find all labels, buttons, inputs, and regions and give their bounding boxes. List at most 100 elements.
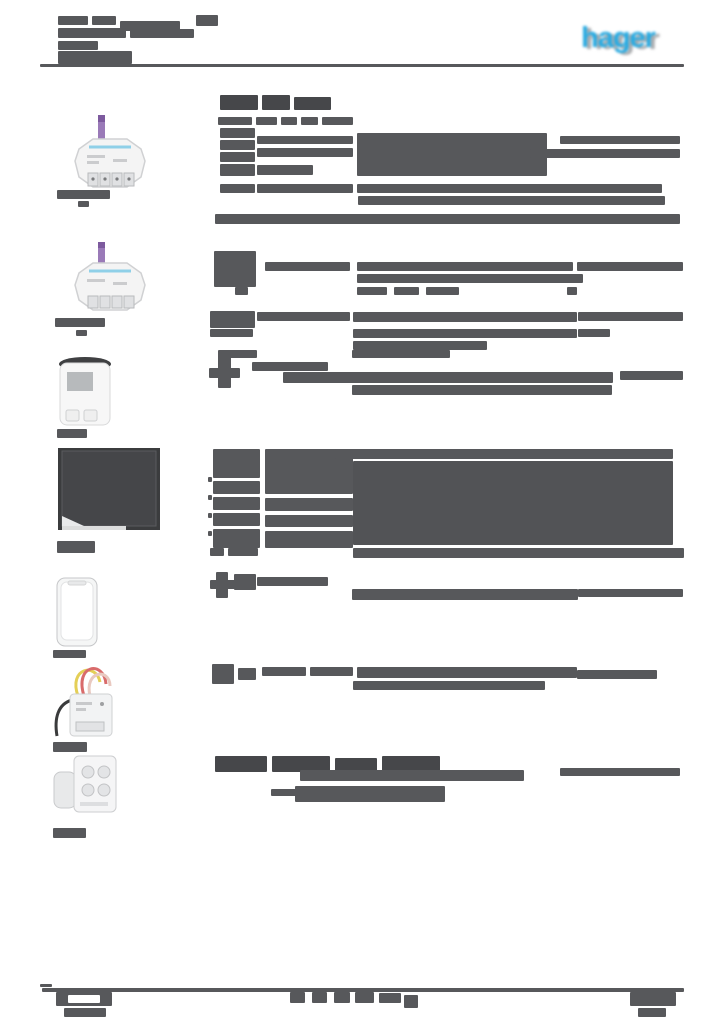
redacted-text-bar xyxy=(630,992,676,1006)
redacted-text-bar xyxy=(353,548,684,558)
redacted-text-bar xyxy=(357,667,577,678)
redacted-text-bar xyxy=(210,580,236,589)
redacted-text-bar xyxy=(220,140,255,150)
redacted-text-bar xyxy=(560,136,680,144)
thermostat-image xyxy=(59,357,111,426)
product-photo-flush-rf-module-2 xyxy=(57,240,163,316)
redacted-text-bar xyxy=(208,477,212,482)
redacted-text-bar xyxy=(212,664,234,684)
redacted-text-bar xyxy=(382,756,440,772)
micro-module-wires-image xyxy=(54,667,113,737)
redacted-text-bar xyxy=(120,21,180,31)
redacted-text-bar xyxy=(218,356,231,388)
redacted-text-bar xyxy=(78,201,89,207)
hager-logo: hager xyxy=(581,22,656,54)
redacted-text-bar xyxy=(353,312,577,322)
redacted-text-bar xyxy=(322,117,353,125)
redacted-text-bar xyxy=(353,341,487,350)
product-photo-glass-switch xyxy=(54,446,166,536)
redacted-text-bar xyxy=(394,287,419,295)
redacted-text-bar xyxy=(208,513,212,518)
redacted-text-bar xyxy=(220,152,255,162)
redacted-text-bar xyxy=(196,15,218,26)
product-photo-flush-rf-module-1 xyxy=(57,113,163,193)
flush-module-antenna-image xyxy=(74,242,146,311)
redacted-text-bar xyxy=(213,529,260,548)
redacted-text-bar xyxy=(357,262,573,271)
redacted-text-bar xyxy=(257,577,328,586)
redacted-text-bar xyxy=(213,449,260,478)
redacted-text-bar xyxy=(357,287,387,295)
redacted-text-bar xyxy=(265,531,353,548)
redacted-text-bar xyxy=(257,165,313,175)
redacted-text-bar xyxy=(218,117,252,125)
redacted-text-bar xyxy=(352,350,450,358)
redacted-text-bar xyxy=(238,668,256,680)
redacted-text-bar xyxy=(358,196,665,205)
redacted-text-bar xyxy=(290,992,305,1003)
redacted-text-bar xyxy=(130,29,194,38)
redacted-text-bar xyxy=(252,362,328,371)
redacted-text-bar xyxy=(578,589,683,597)
redacted-text-bar xyxy=(352,589,578,600)
redacted-text-bar xyxy=(208,531,212,536)
redacted-text-bar xyxy=(577,262,683,271)
redacted-text-bar xyxy=(216,572,228,598)
product-photo-handheld-remote xyxy=(52,576,104,648)
redacted-text-bar xyxy=(257,184,353,193)
product-photo-micro-module xyxy=(48,660,118,740)
remote-image xyxy=(56,577,98,647)
plug-receiver-image xyxy=(53,755,117,813)
redacted-text-bar xyxy=(214,251,256,287)
redacted-text-bar xyxy=(64,1008,106,1017)
redacted-text-bar xyxy=(300,770,524,781)
redacted-text-bar xyxy=(220,128,255,138)
redacted-text-bar xyxy=(578,329,610,337)
redacted-text-bar xyxy=(577,670,657,679)
redacted-text-bar xyxy=(220,164,255,176)
redacted-text-bar xyxy=(334,992,350,1003)
redacted-text-bar xyxy=(218,350,257,358)
redacted-text-bar xyxy=(638,1008,666,1017)
redacted-text-bar xyxy=(335,449,673,459)
redacted-text-bar xyxy=(310,667,353,676)
redacted-text-bar xyxy=(215,756,267,772)
redacted-text-bar xyxy=(56,992,112,1006)
product-photo-radiator-thermostat xyxy=(52,356,118,428)
redacted-text-bar xyxy=(42,988,684,992)
redacted-text-bar xyxy=(215,214,680,224)
flush-module-antenna-image xyxy=(74,115,146,188)
redacted-text-bar xyxy=(228,548,258,556)
redacted-text-bar xyxy=(210,311,255,328)
redacted-text-bar xyxy=(57,429,87,438)
redacted-text-bar xyxy=(220,95,258,110)
redacted-text-bar xyxy=(58,51,132,64)
redacted-text-bar xyxy=(57,541,95,553)
redacted-text-bar xyxy=(209,368,240,378)
redacted-text-bar xyxy=(404,995,418,1008)
redacted-text-bar xyxy=(271,789,321,796)
redacted-text-bar xyxy=(265,515,353,527)
redacted-text-bar xyxy=(330,789,385,796)
redacted-text-bar xyxy=(257,136,353,144)
redacted-text-bar xyxy=(530,149,680,158)
redacted-text-bar xyxy=(53,742,87,752)
redacted-text-bar xyxy=(578,312,683,321)
black-switch-image xyxy=(58,448,160,530)
redacted-text-bar xyxy=(58,41,98,50)
redacted-text-bar xyxy=(426,287,459,295)
redacted-text-bar xyxy=(281,117,297,125)
redacted-text-bar xyxy=(257,148,353,157)
redacted-text-bar xyxy=(295,786,445,802)
redacted-text-bar xyxy=(352,385,612,395)
redacted-text-bar xyxy=(265,262,350,271)
redacted-text-bar xyxy=(353,681,545,690)
redacted-text-bar xyxy=(234,574,256,590)
redacted-text-bar xyxy=(256,117,277,125)
redacted-text-bar xyxy=(92,16,116,25)
redacted-text-bar xyxy=(220,184,255,193)
redacted-text-bar xyxy=(283,372,613,383)
redacted-text-bar xyxy=(58,16,88,25)
redacted-text-bar xyxy=(53,828,86,838)
